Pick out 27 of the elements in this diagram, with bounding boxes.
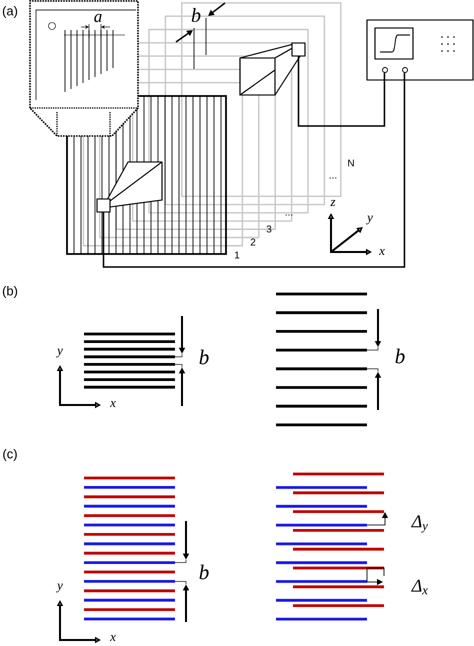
oscilloscope: [366, 19, 474, 81]
horn-antenna: [96, 161, 163, 213]
dimension-label: b: [200, 564, 209, 580]
axis-label: y: [56, 584, 63, 592]
plane-number: 1: [235, 252, 240, 258]
dimension-label: b: [396, 348, 405, 364]
axis-label: y: [366, 216, 373, 224]
plane-number: N: [348, 160, 354, 166]
panel-label: (b): [2, 286, 18, 298]
dimension-label: b: [192, 8, 200, 22]
plane-number: 2: [250, 238, 256, 246]
ellipsis: ...: [330, 177, 336, 179]
panel-label: (c): [3, 448, 17, 462]
axis-label: x: [110, 401, 116, 407]
axis-label: x: [110, 635, 116, 641]
horn-antenna: [239, 42, 306, 96]
dimension-label: Δ$_{x}$: [411, 580, 428, 594]
plane-number: 3: [266, 225, 272, 233]
dimension-label: b: [200, 350, 209, 364]
dimension-label: a: [94, 14, 102, 22]
axis-label: z: [330, 200, 336, 206]
ellipsis: ...: [286, 214, 292, 216]
panel-label: (a): [2, 6, 18, 18]
dimension-label: Δ$_{y}$: [411, 515, 428, 533]
cable: [102, 73, 406, 268]
axis-label: x: [378, 249, 385, 255]
axis-label: y: [56, 348, 63, 358]
